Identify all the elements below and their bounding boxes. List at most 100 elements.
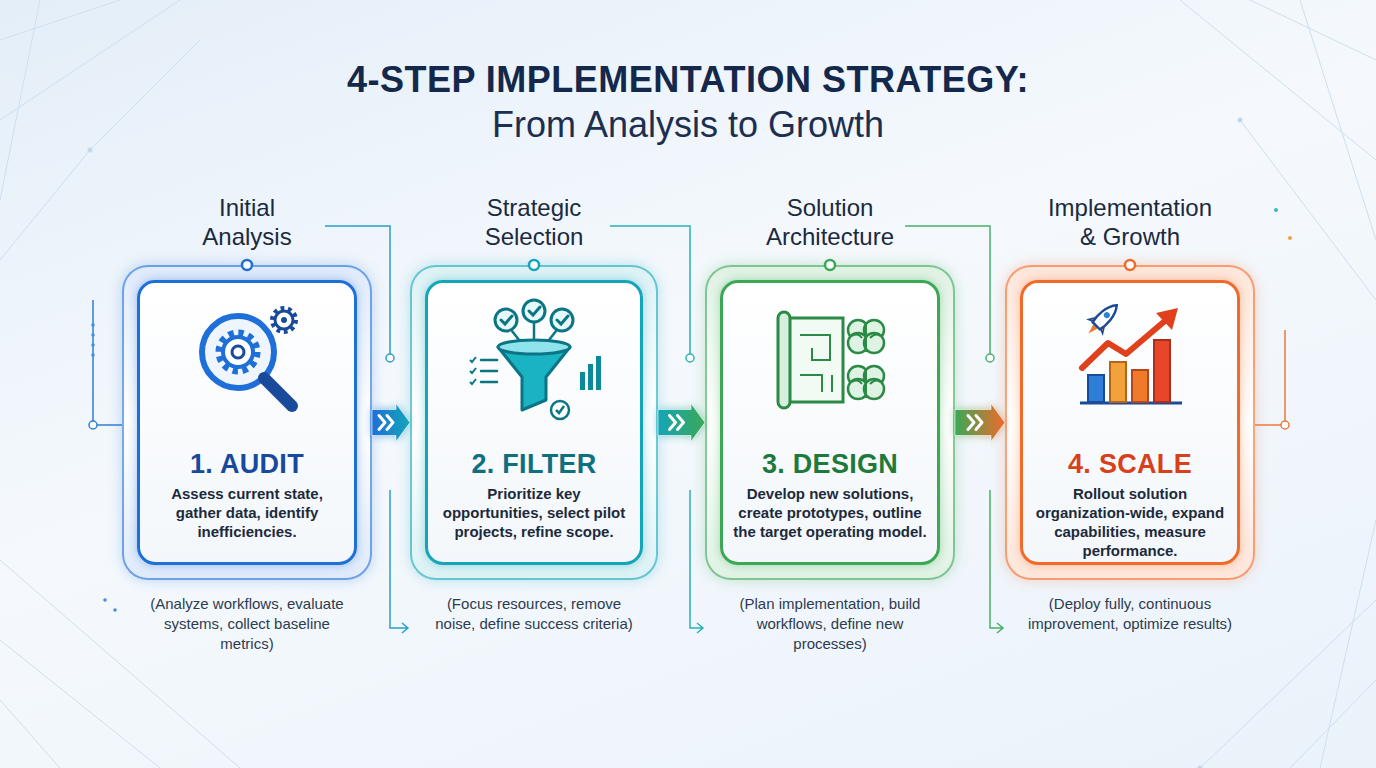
top-anchors [242, 260, 1135, 270]
connector-chevrons [379, 416, 393, 430]
step-note: (Analyze workflows, evaluate systems, co… [140, 594, 355, 654]
brain-lobe [848, 379, 868, 399]
dot [113, 608, 117, 612]
magnifier-lens [202, 316, 274, 388]
leader-arrow [990, 490, 1003, 633]
brain-lobe [864, 379, 884, 399]
magnifier-handle [264, 378, 292, 406]
anchor-dot [1125, 260, 1135, 270]
rocket-flame [1086, 324, 1097, 335]
audit-icon [202, 309, 295, 406]
step-note: (Focus resources, remove noise, define s… [427, 594, 642, 634]
network-line [1180, 0, 1376, 300]
funnel [498, 347, 570, 410]
check-circle [523, 300, 545, 322]
scale-icon [1080, 298, 1182, 403]
network-dot [88, 148, 93, 153]
chevron-connector [658, 404, 705, 442]
mini-bar [588, 364, 593, 390]
check-circle [495, 309, 517, 331]
check-circle [551, 309, 573, 331]
blueprint-lines [800, 335, 832, 392]
brain-lobe [864, 366, 884, 386]
step-card: 4. SCALERollout solution organization-wi… [1005, 265, 1255, 580]
step-heading: Solution Architecture [750, 193, 910, 251]
step-description: Assess current state, gather data, ident… [150, 484, 344, 541]
leader-line [905, 226, 990, 354]
gear-body [223, 337, 253, 367]
brain-folds [852, 322, 880, 398]
leader-dot [686, 354, 694, 362]
filter-icon [470, 300, 601, 419]
gear-hub [281, 317, 287, 323]
growth-arrowhead [1156, 308, 1178, 330]
chart-bar [1088, 375, 1104, 402]
subtitle: From Analysis to Growth [0, 102, 1376, 148]
rocket [1081, 298, 1123, 340]
gear-body [275, 311, 293, 329]
blueprint-roll [778, 312, 790, 408]
dot [91, 323, 95, 327]
step-card: 3. DESIGN Develop new solutions, create p… [705, 265, 955, 580]
rocket-body [1092, 301, 1121, 330]
card-face: 3. DESIGN Develop new solutions, create p… [720, 280, 940, 565]
card-face: 2. FILTERPrioritize key opportunities, s… [425, 280, 643, 565]
main-title: 4-STEP IMPLEMENTATION STRATEGY: [0, 58, 1376, 102]
funnel-rim [498, 340, 570, 354]
step-card: 1. AUDIT Assess current state, gather dat… [122, 265, 372, 580]
leader-dot [386, 354, 394, 362]
flow-arrows [512, 322, 556, 340]
gear-teeth [273, 309, 295, 331]
brain-lobe [848, 366, 868, 386]
brain-lobe [864, 333, 884, 353]
brain-lobe [864, 320, 884, 340]
chart-bar [1132, 370, 1148, 402]
leader-dot [986, 354, 994, 362]
card-face: 1. AUDIT Assess current state, gather dat… [137, 280, 357, 565]
gear-hub [232, 346, 244, 358]
leader-line [93, 300, 122, 425]
connector-chevrons [670, 416, 684, 430]
leader-dot [89, 421, 97, 429]
brain [848, 320, 884, 399]
step-title: 1. AUDIT [150, 448, 344, 480]
design-icon [778, 312, 884, 408]
rocket-fins [1088, 314, 1108, 334]
dot [91, 353, 95, 357]
mini-bar [580, 372, 585, 390]
network-line [0, 0, 200, 260]
step-description: Develop new solutions, create prototypes… [733, 484, 927, 541]
leader-arrow [390, 490, 408, 633]
network-dot [1288, 236, 1292, 240]
connector-band [372, 404, 410, 442]
step-title: 3. DESIGN [733, 448, 927, 480]
leader-arrow [690, 490, 703, 633]
connector-band [955, 404, 1005, 442]
chevron-connector [372, 404, 410, 442]
step-note: (Plan implementation, build workflows, d… [723, 594, 938, 654]
list-checks [470, 357, 476, 384]
rocket-window [1103, 311, 1111, 319]
step-heading: Strategic Selection [454, 193, 614, 251]
step-heading: Initial Analysis [177, 193, 317, 251]
dot [103, 598, 107, 602]
step-description: Prioritize key opportunities, select pil… [438, 484, 630, 541]
connector-glow [658, 404, 705, 442]
dot [91, 333, 95, 337]
step-description: Rollout solution organization-wide, expa… [1033, 484, 1227, 560]
leader-line [325, 226, 390, 354]
card-face: 4. SCALERollout solution organization-wi… [1020, 280, 1240, 565]
blueprint-sheet [785, 318, 843, 402]
check-circle [551, 401, 569, 419]
connector-glow [372, 404, 410, 442]
check-mark [556, 406, 564, 413]
dot [91, 343, 95, 347]
step-note: (Deploy fully, continuous improvement, o… [1023, 594, 1238, 634]
chart-baseline [1080, 402, 1182, 405]
check-marks [501, 307, 568, 324]
chart-bar [1154, 340, 1170, 402]
network-dots [88, 118, 1293, 768]
leader-line [1255, 330, 1285, 425]
brain-lobe [848, 333, 868, 353]
